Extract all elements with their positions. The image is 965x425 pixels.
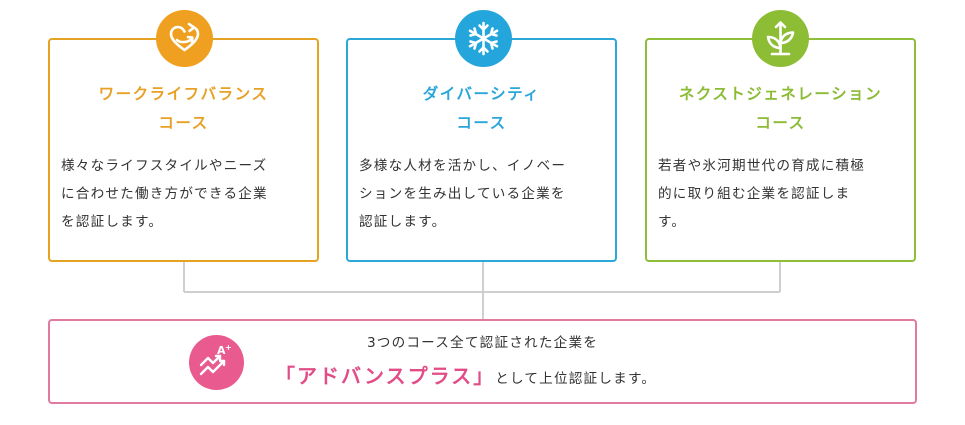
heart-arrows-icon — [156, 10, 213, 67]
sprout-arrow-icon — [752, 10, 809, 67]
course-title: ダイバーシティ コース — [348, 80, 615, 138]
course-title-line2: コース — [456, 114, 507, 132]
a-plus-arrows-icon: A + — [189, 335, 244, 390]
advance-plus-box — [48, 319, 917, 404]
course-title-line2: コース — [158, 114, 209, 132]
course-description: 様々なライフスタイルやニーズ に合わせた働き方ができる企業 を認証します。 — [61, 152, 311, 236]
advance-statement: 「アドバンスプラス」として上位認証します。 — [275, 360, 656, 389]
description-line: ションを生み出している企業を — [359, 186, 566, 202]
course-title-line1: ワークライフバランス — [98, 85, 269, 103]
description-line: を認証します。 — [61, 214, 164, 230]
course-title-line2: コース — [755, 114, 806, 132]
description-line: 若者や氷河期世代の育成に積極 — [658, 158, 866, 174]
a-plus-badge-plus: + — [225, 343, 232, 352]
description-line: 認証します。 — [359, 214, 447, 230]
description-line: 多様な人材を活かし、イノベー — [359, 158, 567, 174]
course-description: 若者や氷河期世代の育成に積極 的に取り組む企業を認証しま す。 — [658, 152, 908, 236]
course-title-line1: ダイバーシティ — [422, 85, 541, 103]
course-card-work-life-balance: ワークライフバランス コース 様々なライフスタイルやニーズ に合わせた働き方がで… — [48, 38, 319, 262]
course-title-line1: ネクストジェネレーション — [678, 85, 883, 103]
course-card-diversity: ダイバーシティ コース 多様な人材を活かし、イノベー ションを生み出している企業… — [346, 38, 617, 262]
course-title: ワークライフバランス コース — [50, 80, 317, 138]
a-plus-badge-text: A — [217, 344, 226, 357]
advance-description: 3つのコース全て認証された企業を — [366, 335, 599, 351]
course-description: 多様な人材を活かし、イノベー ションを生み出している企業を 認証します。 — [359, 152, 609, 236]
advance-statement-rest: として上位認証します。 — [495, 371, 657, 387]
description-line: す。 — [658, 214, 687, 230]
description-line: 的に取り組む企業を認証しま — [658, 186, 851, 202]
advance-plus-label: 「アドバンスプラス」 — [275, 364, 496, 388]
description-line: に合わせた働き方ができる企業 — [61, 186, 268, 202]
course-title: ネクストジェネレーション コース — [647, 80, 914, 138]
description-line: 様々なライフスタイルやニーズ — [61, 158, 268, 174]
diversity-snowflake-icon — [455, 10, 512, 67]
course-card-next-generation: ネクストジェネレーション コース 若者や氷河期世代の育成に積極 的に取り組む企業… — [645, 38, 916, 262]
